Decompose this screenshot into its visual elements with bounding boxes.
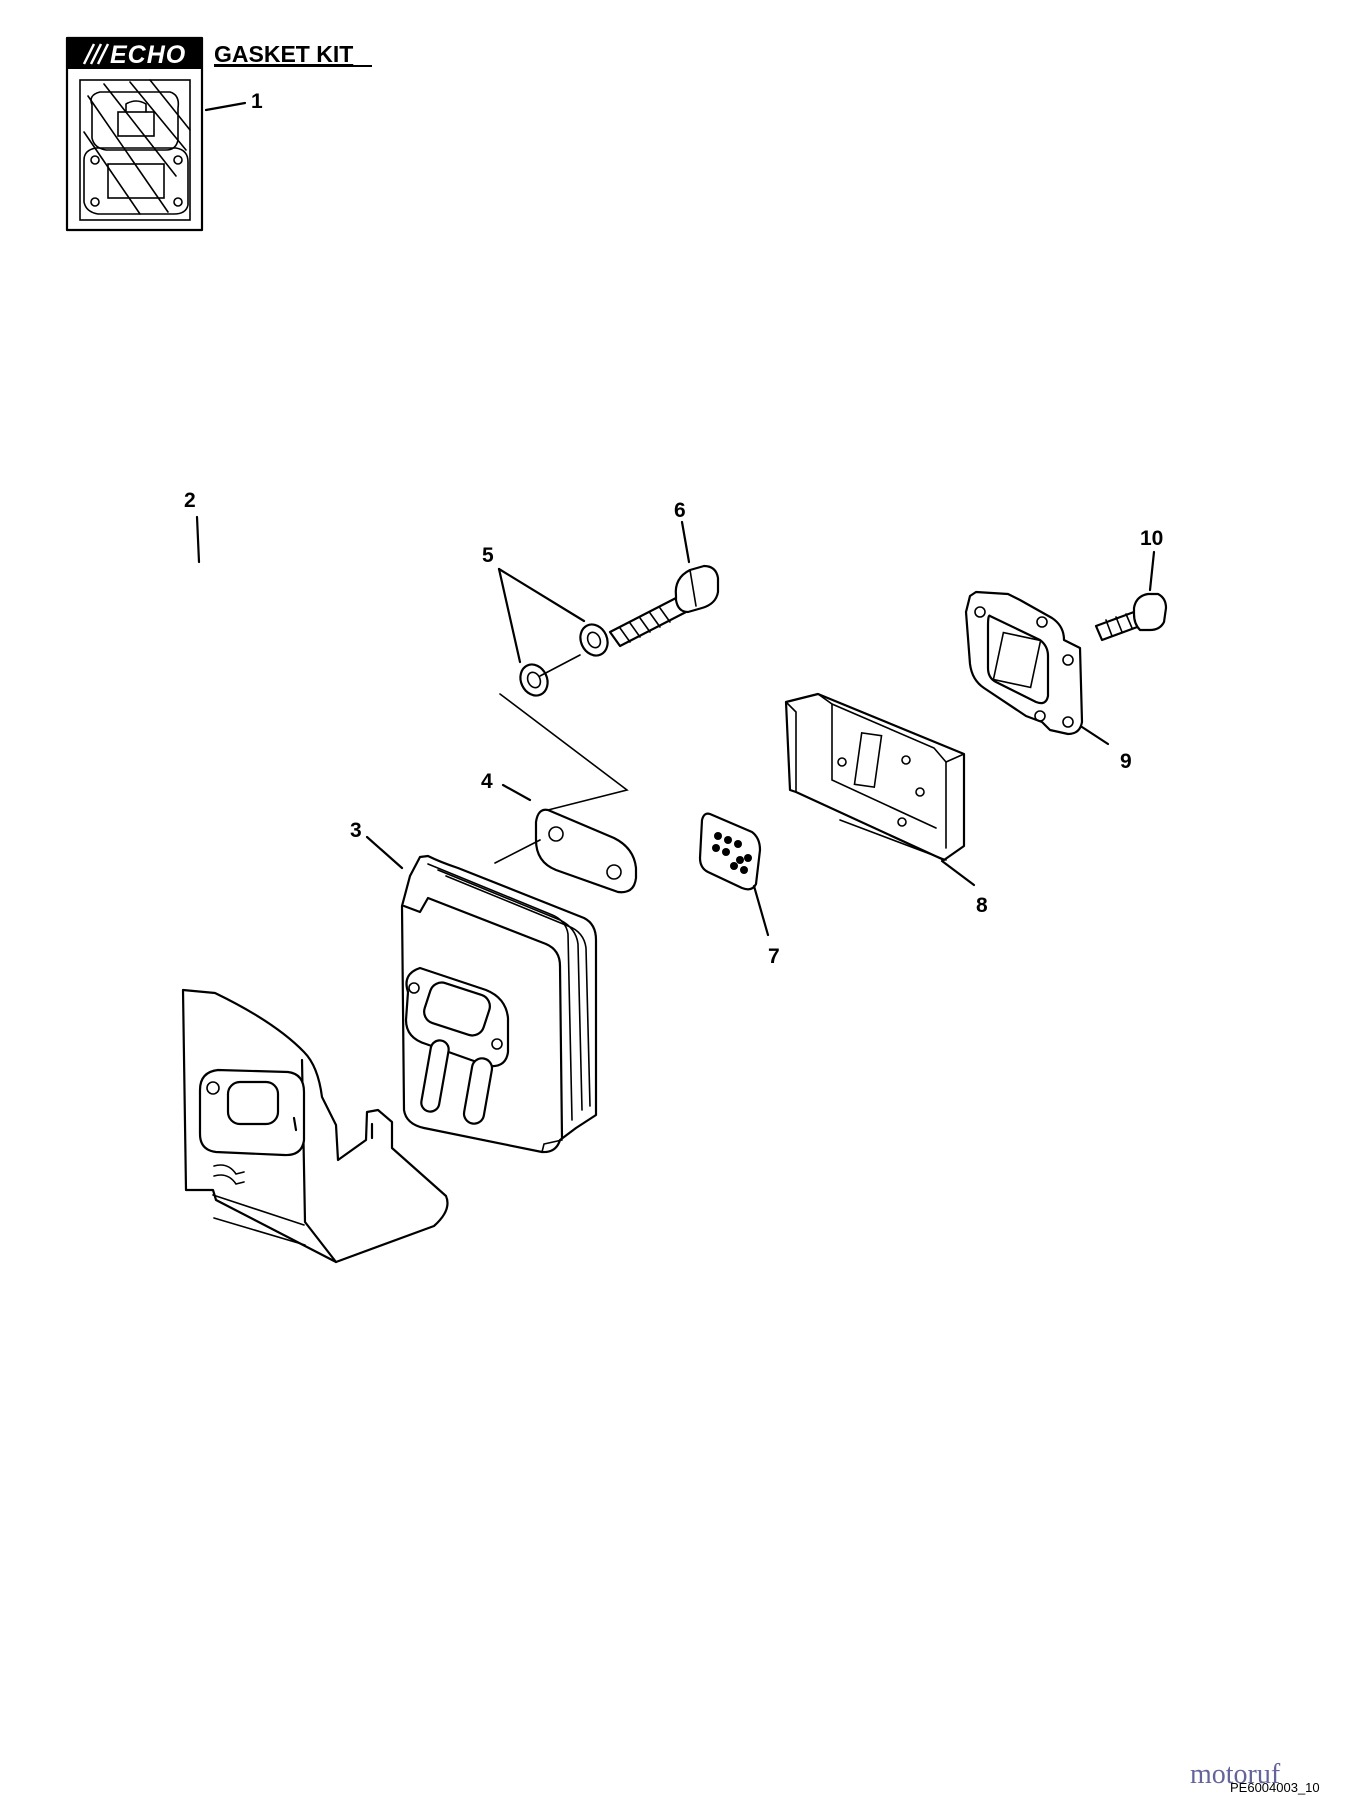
part-9-gasket bbox=[964, 590, 1084, 736]
callout-5: 5 bbox=[482, 544, 494, 567]
leader-2 bbox=[195, 515, 201, 564]
part-7-screen bbox=[698, 812, 762, 891]
gasket-kit-box: ECHO bbox=[65, 36, 204, 232]
callout-6: 6 bbox=[674, 499, 686, 522]
leader-3 bbox=[365, 835, 404, 870]
callout-3: 3 bbox=[350, 819, 362, 842]
leader-1 bbox=[204, 101, 247, 112]
leader-5b bbox=[497, 567, 586, 623]
leader-8 bbox=[940, 859, 976, 887]
watermark: motoruf bbox=[1190, 1759, 1281, 1790]
part-6-bolt bbox=[608, 564, 720, 648]
part-10-screw bbox=[1094, 592, 1168, 642]
echo-logo-text: ECHO bbox=[110, 41, 186, 69]
assembly-line-bolts bbox=[499, 693, 629, 811]
leader-5a bbox=[497, 567, 522, 664]
leader-6 bbox=[680, 520, 691, 564]
callout-4: 4 bbox=[481, 770, 493, 793]
part-2-heat-shield bbox=[181, 988, 449, 1264]
assembly-line-plate bbox=[494, 839, 541, 864]
leader-7 bbox=[752, 884, 770, 937]
callout-1: 1 bbox=[251, 90, 263, 113]
callout-7: 7 bbox=[768, 945, 780, 968]
part-4-plate bbox=[534, 808, 638, 894]
echo-logo-stripes bbox=[82, 43, 110, 65]
leader-10 bbox=[1148, 550, 1156, 592]
part-3-muffler bbox=[400, 854, 598, 1154]
part-8-cover bbox=[784, 692, 966, 862]
leader-4 bbox=[501, 783, 532, 802]
gasket-kit-illustration bbox=[79, 79, 191, 221]
callout-2: 2 bbox=[184, 489, 196, 512]
leader-9 bbox=[1080, 725, 1110, 746]
gasket-kit-title: GASKET KIT bbox=[214, 41, 353, 67]
callout-8: 8 bbox=[976, 894, 988, 917]
drawing-code: PE6004003_10 bbox=[1230, 1780, 1320, 1795]
callout-10: 10 bbox=[1140, 527, 1163, 550]
part-5-washers bbox=[519, 623, 609, 697]
callout-9: 9 bbox=[1120, 750, 1132, 773]
